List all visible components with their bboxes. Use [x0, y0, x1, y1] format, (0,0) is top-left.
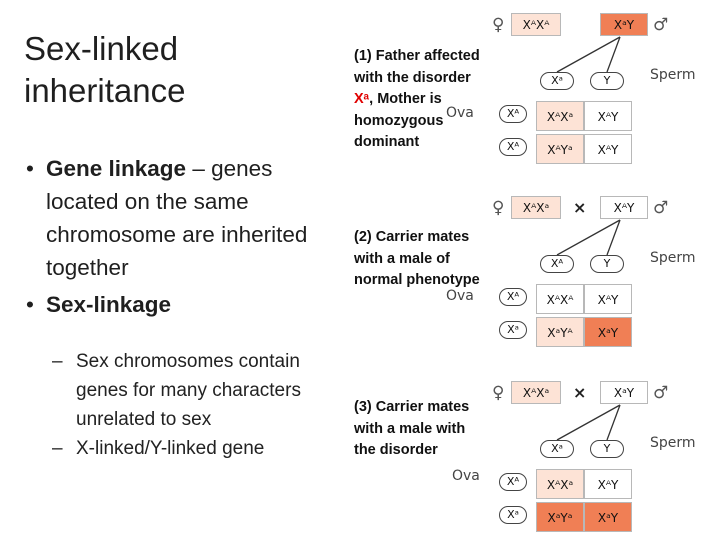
ova-gamete: Xᴬ [499, 473, 527, 491]
bullet-list: • Gene linkage – genes located on the sa… [24, 152, 324, 463]
female-symbol-icon: ♀ [492, 198, 505, 218]
sperm-gamete: Y [590, 72, 624, 90]
offspring-genotype: XᴬY [584, 469, 632, 499]
sub-bullet-sex-chromosomes: – Sex chromosomes contain genes for many… [24, 347, 324, 434]
father-genotype: XᴬY [600, 196, 648, 219]
sperm-gamete: Xᵃ [540, 440, 574, 458]
male-symbol-icon: ♂ [653, 15, 669, 35]
sperm-label: Sperm [650, 250, 696, 266]
connector-line [606, 36, 621, 73]
ova-gamete: Xᴬ [499, 288, 527, 306]
father-genotype: XᵃY [600, 381, 648, 404]
ova-gamete: Xᴬ [499, 105, 527, 123]
ova-gamete: Xᵃ [499, 321, 527, 339]
bullet-gene-linkage: • Gene linkage – genes located on the sa… [24, 152, 324, 284]
offspring-genotype: XᴬXᵃ [536, 469, 584, 499]
sperm-gamete: Xᵃ [540, 72, 574, 90]
sperm-label: Sperm [650, 435, 696, 451]
ova-label: Ova [446, 105, 474, 121]
connector-line [556, 36, 621, 73]
sperm-gamete: Y [590, 255, 624, 273]
cross-2-description: (2) Carrier mates with a male of normal … [354, 229, 480, 288]
bullet-dot-icon: • [26, 156, 34, 181]
sperm-label: Sperm [650, 67, 696, 83]
ova-gamete: Xᵃ [499, 506, 527, 524]
father-genotype: XᵃY [600, 13, 648, 36]
affected-allele: Xᵃ [354, 91, 370, 107]
sub-bullet-text: X-linked/Y-linked gene [76, 438, 265, 459]
connector-line [556, 219, 621, 256]
offspring-genotype: XᴬY [584, 101, 632, 131]
offspring-genotype: XᵃY [584, 317, 632, 347]
mother-genotype: XᴬXᴬ [511, 13, 561, 36]
offspring-genotype: XᵃYᴬ [536, 317, 584, 347]
mother-genotype: XᴬXᵃ [511, 381, 561, 404]
sperm-gamete: Y [590, 440, 624, 458]
offspring-genotype: XᴬXᴬ [536, 284, 584, 314]
connector-line [606, 219, 621, 256]
connector-line [556, 404, 621, 441]
male-symbol-icon: ♂ [653, 383, 669, 403]
ova-label: Ova [446, 288, 474, 304]
sperm-gamete: Xᴬ [540, 255, 574, 273]
offspring-genotype: XᴬXᵃ [536, 101, 584, 131]
cross-symbol: × [573, 198, 587, 217]
cross-1-description: (1) Father affected with the disorder Xᵃ… [354, 48, 480, 150]
offspring-genotype: XᴬY [584, 284, 632, 314]
ova-gamete: Xᴬ [499, 138, 527, 156]
mother-genotype: XᴬXᵃ [511, 196, 561, 219]
bullet-term: Sex-linkage [46, 292, 172, 317]
offspring-genotype: XᵃY [584, 502, 632, 532]
dash-icon: – [52, 438, 63, 459]
male-symbol-icon: ♂ [653, 198, 669, 218]
sub-bullet-linked-genes: – X-linked/Y-linked gene [24, 434, 324, 463]
offspring-genotype: XᴬYᵃ [536, 134, 584, 164]
cross-symbol: × [573, 383, 587, 402]
ova-label: Ova [452, 468, 480, 484]
slide-title: Sex-linked inheritance [24, 30, 186, 109]
bullet-dot-icon: • [26, 292, 34, 317]
offspring-genotype: XᵃYᵃ [536, 502, 584, 532]
dash-icon: – [52, 351, 63, 372]
female-symbol-icon: ♀ [492, 383, 505, 403]
bullet-text: – genes located on the same chromosome a… [46, 156, 308, 280]
bullet-sex-linkage: • Sex-linkage [24, 288, 324, 321]
female-symbol-icon: ♀ [492, 15, 505, 35]
sub-bullet-text: Sex chromosomes contain genes for many c… [76, 351, 301, 430]
cross-3-description: (3) Carrier mates with a male with the d… [354, 399, 470, 458]
offspring-genotype: XᴬY [584, 134, 632, 164]
connector-line [606, 404, 621, 441]
bullet-term: Gene linkage [46, 156, 187, 181]
